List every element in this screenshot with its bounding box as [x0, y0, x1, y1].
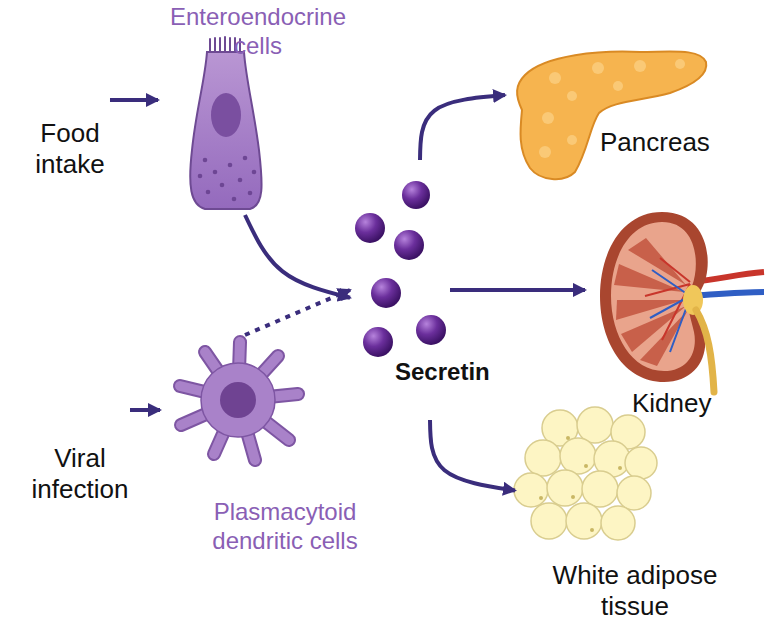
cell-nucleus	[220, 382, 256, 418]
node-label: Viral infection	[30, 443, 130, 505]
ureter	[696, 310, 714, 392]
granule	[203, 158, 208, 163]
adipocyte	[547, 470, 583, 506]
secretin-particle	[394, 230, 424, 260]
lobule	[675, 59, 685, 69]
pancreas-organ	[517, 51, 706, 179]
flow-arrow	[430, 420, 515, 491]
organ-node: Viral infection	[30, 405, 130, 505]
node-label: Secretin	[395, 358, 525, 387]
organ-node: Enteroendocrine cells	[158, 0, 358, 215]
granule	[206, 190, 211, 195]
granule	[252, 170, 257, 175]
kidney-cortex	[611, 222, 696, 371]
secretin-particle	[402, 181, 430, 209]
lobule	[542, 112, 554, 124]
secretin-particle	[416, 315, 446, 345]
adipocyte	[617, 476, 651, 510]
granule	[238, 178, 243, 183]
node-label: White adipose tissue	[540, 560, 730, 622]
lobule	[549, 72, 561, 84]
organ-node: White adipose tissue	[515, 405, 755, 630]
lobule	[567, 91, 577, 101]
organ-node: Secretin	[350, 160, 450, 420]
lobule	[592, 62, 604, 74]
granule	[243, 156, 248, 161]
adipocyte	[582, 471, 618, 507]
dotted-arrow	[245, 290, 350, 335]
node-label: Plasmacytoid dendritic cells	[190, 498, 380, 556]
adipocyte	[566, 503, 602, 539]
cell-body	[190, 52, 261, 209]
adipocyte	[560, 438, 596, 474]
microvillus	[229, 38, 231, 53]
adipocyte	[531, 503, 567, 539]
flow-arrow	[420, 95, 505, 160]
vein-branch	[650, 270, 690, 352]
granule	[198, 174, 203, 179]
pancreas-shape	[517, 51, 706, 179]
organ-node: Pancreas	[505, 40, 720, 185]
flow-arrow	[450, 288, 585, 292]
adipocyte	[601, 506, 635, 540]
dendritic-cell	[180, 342, 298, 460]
lobule	[567, 135, 577, 145]
node-label: Food intake	[30, 118, 110, 180]
secretin-particle	[363, 327, 393, 357]
cell-body	[201, 363, 275, 437]
kidney-vessels	[645, 258, 690, 352]
cell-nucleus	[211, 93, 241, 137]
nucleus	[571, 495, 575, 499]
organ-node: Kidney	[585, 205, 760, 420]
secretin-particles	[355, 181, 446, 357]
microvillus	[214, 38, 216, 53]
microvillus	[209, 39, 211, 53]
granules	[198, 156, 257, 202]
nucleus	[618, 466, 622, 470]
flow-arrow	[245, 215, 350, 298]
lobule	[613, 81, 623, 91]
dendrite-outlines	[180, 342, 298, 460]
granule	[232, 197, 237, 202]
nucleus	[539, 496, 543, 500]
lobule	[539, 146, 551, 158]
kidney-capsule	[600, 212, 708, 382]
nucleus	[584, 464, 588, 468]
flow-arrow	[130, 408, 160, 412]
kidney-organ	[600, 212, 764, 392]
nucleus	[590, 528, 594, 532]
flow-arrow	[110, 98, 158, 102]
dendrites	[180, 342, 298, 460]
organ-node: Plasmacytoid dendritic cells	[160, 335, 410, 565]
adipocyte	[625, 447, 657, 479]
kidney-pyramids	[614, 238, 688, 366]
adipocyte-nuclei	[539, 436, 622, 532]
adipocyte	[514, 473, 548, 507]
granule	[213, 170, 218, 175]
granule	[228, 163, 233, 168]
organ-node: Food intake	[30, 95, 110, 180]
granule	[248, 191, 253, 196]
granule	[220, 183, 225, 188]
secretin-particle	[355, 213, 385, 243]
microvillus	[219, 38, 221, 53]
enteroendocrine-cell	[190, 37, 261, 209]
node-label: Pancreas	[600, 127, 730, 158]
secretin-particle	[371, 278, 401, 308]
adipocyte	[577, 407, 613, 443]
nucleus	[566, 436, 570, 440]
microvillus	[224, 37, 226, 53]
lobule	[634, 60, 646, 72]
adipocytes	[514, 407, 657, 540]
adipocyte	[525, 440, 561, 476]
node-label: Enteroendocrine cells	[158, 3, 358, 61]
node-label: Kidney	[632, 388, 742, 419]
